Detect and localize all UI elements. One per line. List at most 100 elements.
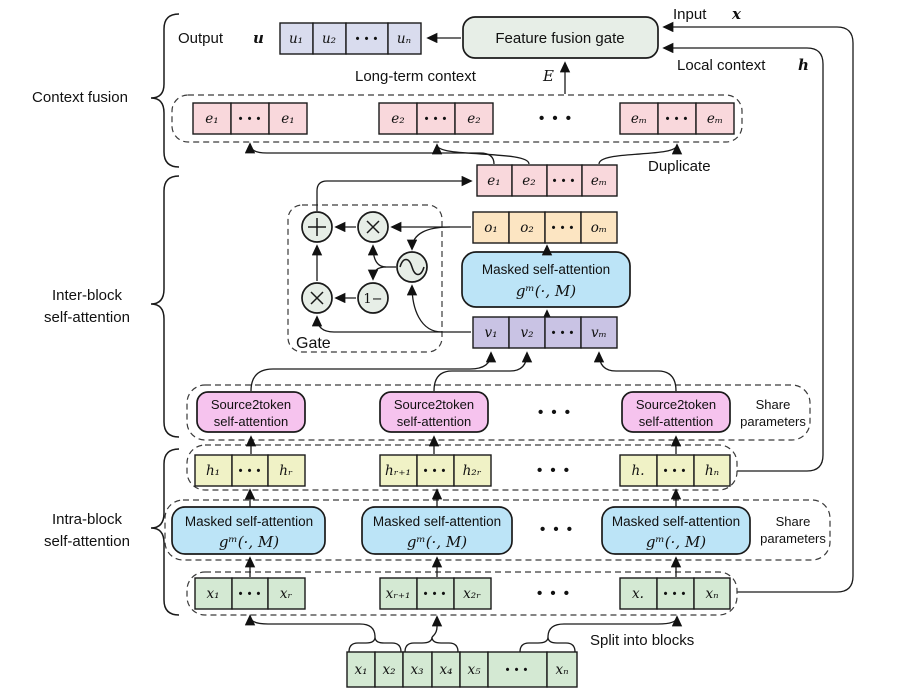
split-connector-1 bbox=[244, 614, 376, 638]
one-minus-circle bbox=[357, 282, 389, 314]
intra-block-label-line2: self-attention bbox=[44, 533, 130, 550]
h-cell bbox=[656, 454, 695, 487]
v-cell bbox=[544, 316, 582, 349]
duplicate-row: e₁ • • • e₁ e₂ • • • e₂ • • • eₘ • • • e… bbox=[171, 94, 743, 175]
dup-cell-label: e₂ bbox=[467, 111, 480, 127]
h-cell bbox=[231, 454, 269, 487]
e-row: e₁ e₂ • • • eₘ bbox=[244, 142, 683, 197]
h-dots: • • • bbox=[239, 465, 262, 477]
intra-masked-line2: gᵐ(·, M) bbox=[646, 533, 706, 551]
multiply-icon bbox=[310, 291, 324, 305]
h-cell-label: h₂ᵣ bbox=[463, 463, 482, 479]
u-cell-label: u₂ bbox=[322, 31, 336, 47]
e-dots: • • • bbox=[553, 175, 576, 187]
x-cell-label: xᵣ bbox=[280, 586, 293, 602]
output-section: Output u u₁ u₂ • • • uₙ Feature fusion g… bbox=[178, 5, 854, 593]
dup-cell bbox=[454, 102, 494, 135]
v-cell bbox=[580, 316, 618, 349]
e-cell-label: eₘ bbox=[591, 173, 607, 189]
h-row: h₁ • • • hᵣ hᵣ₊₁ • • • h₂ᵣ • • • h. • • … bbox=[186, 435, 738, 491]
input-cell bbox=[546, 651, 578, 688]
o-cell bbox=[544, 211, 582, 244]
v-cell-label: v₁ bbox=[484, 325, 497, 341]
h-cell bbox=[453, 454, 492, 487]
e1-duplicate-curve bbox=[244, 142, 495, 165]
intra-masked-row: Masked self-attention gᵐ(·, M) Masked se… bbox=[164, 488, 831, 561]
split-connector-3 bbox=[547, 615, 683, 638]
gate-dashed-frame bbox=[287, 204, 443, 353]
intra-masked-line2: gᵐ(·, M) bbox=[407, 533, 467, 551]
sigmoid-to-times-arrow bbox=[367, 244, 387, 268]
source2token-line2: self-attention bbox=[639, 414, 713, 429]
h-cell bbox=[379, 454, 418, 487]
v-cell-label: v₂ bbox=[520, 325, 533, 341]
x-cell bbox=[267, 577, 306, 610]
intra-masked-line2: gᵐ(·, M) bbox=[219, 533, 279, 551]
h-cell-label: hᵣ₊₁ bbox=[385, 463, 411, 479]
intra-block-label-line1: Intra-block bbox=[52, 511, 123, 528]
inter-masked-attention-line2: gᵐ(·, M) bbox=[516, 282, 576, 300]
x-cell-label: x. bbox=[632, 586, 644, 602]
inter-block-core: o₁ o₂ • • • oₘ Masked self-attention gᵐ(… bbox=[461, 211, 631, 349]
dup-dots: • • • bbox=[239, 113, 262, 125]
input-cell bbox=[402, 651, 433, 688]
dup-cell-label: e₂ bbox=[391, 111, 404, 127]
one-minus-label: 1− bbox=[363, 292, 382, 307]
feature-fusion-gate-label: Feature fusion gate bbox=[495, 30, 624, 47]
duplicate-label: Duplicate bbox=[648, 158, 711, 175]
o-cell-label: o₂ bbox=[520, 220, 534, 236]
duplicate-dashed-frame bbox=[171, 94, 743, 143]
source2token-row: Source2token self-attention Source2token… bbox=[186, 351, 811, 441]
e2-duplicate-curve bbox=[431, 143, 530, 165]
x-cell-label: xₙ bbox=[705, 586, 718, 602]
dup-cell-label: e₁ bbox=[281, 111, 294, 127]
source2token-box bbox=[379, 391, 489, 433]
inter-block-label-line2: self-attention bbox=[44, 309, 130, 326]
x-cell bbox=[619, 577, 658, 610]
e-cell bbox=[476, 164, 513, 197]
e-cell bbox=[581, 164, 618, 197]
x-dots: • • • bbox=[424, 588, 447, 600]
inter-masked-attention-line1: Masked self-attention bbox=[482, 262, 610, 277]
source2token-line1: Source2token bbox=[636, 397, 716, 412]
section-labels: Context fusion Inter-block self-attentio… bbox=[32, 13, 180, 616]
input-cell-label: x₅ bbox=[467, 662, 481, 678]
dup-cell bbox=[695, 102, 735, 135]
dup-separator-dots: • • • bbox=[539, 110, 573, 127]
local-context-label: Local context bbox=[677, 57, 766, 74]
intra-masked-attention-box bbox=[361, 506, 513, 555]
x-cell bbox=[194, 577, 233, 610]
u-cell bbox=[312, 22, 347, 55]
source2token-line2: self-attention bbox=[397, 414, 471, 429]
h-cell bbox=[194, 454, 233, 487]
bottom-input-row: Split into blocks x₁ x₂ x₃ x₄ x₅ • • • x… bbox=[244, 614, 694, 688]
intra-masked-attention-box bbox=[171, 506, 326, 555]
x-cell bbox=[379, 577, 418, 610]
o-cell bbox=[580, 211, 618, 244]
v-to-gate-arrow bbox=[311, 315, 471, 333]
h-dots: • • • bbox=[424, 465, 447, 477]
h-cell bbox=[619, 454, 658, 487]
group-brace-2 bbox=[404, 636, 459, 653]
v-cell bbox=[472, 316, 510, 349]
s2t-dashed-frame bbox=[186, 384, 811, 441]
s2t1-to-v-curve bbox=[250, 351, 497, 392]
s2t2-to-v-curve bbox=[433, 351, 533, 392]
o-cell-label: oₘ bbox=[591, 220, 607, 236]
dup-cell bbox=[378, 102, 418, 135]
s2t-separator-dots: • • • bbox=[538, 404, 572, 421]
s2t3-to-v-curve bbox=[593, 351, 677, 392]
dup-cell bbox=[268, 102, 308, 135]
u-cell-label: u₁ bbox=[289, 31, 303, 47]
split-connector-2 bbox=[431, 615, 443, 638]
x-dashed-frame bbox=[186, 571, 738, 616]
input-cell-label: xₙ bbox=[555, 662, 568, 678]
context-fusion-label: Context fusion bbox=[32, 89, 128, 106]
x-cell bbox=[453, 577, 492, 610]
share-parameters-line2: parameters bbox=[760, 531, 826, 546]
h-separator-dots: • • • bbox=[537, 462, 571, 479]
dup-cell-label: eₘ bbox=[631, 111, 647, 127]
x-cell bbox=[656, 577, 695, 610]
multiply-icon bbox=[366, 220, 380, 234]
